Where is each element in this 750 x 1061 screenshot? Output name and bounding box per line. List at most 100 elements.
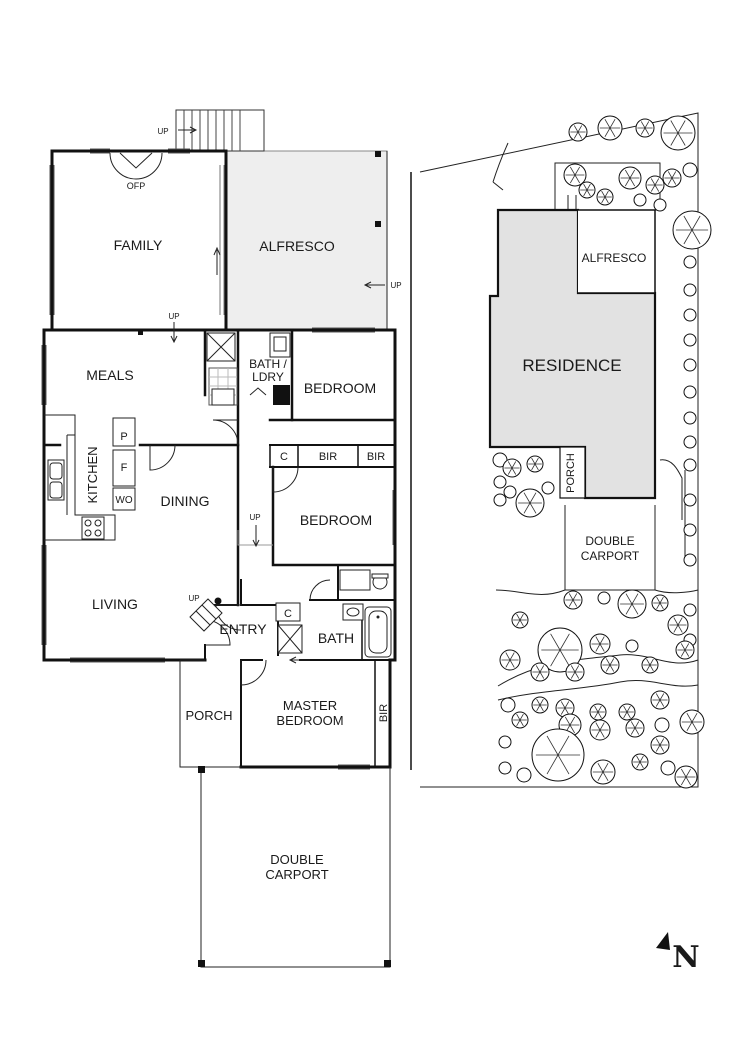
- tree-icon: [683, 333, 697, 347]
- tree-icon: [683, 255, 697, 269]
- tree-canopy-lines: [637, 121, 653, 135]
- bir-label-1: BIR: [319, 451, 337, 463]
- tree-icon: [683, 358, 697, 372]
- tree-canopy-lines: [591, 722, 609, 738]
- landscape-trees: [492, 115, 712, 789]
- entry-label: ENTRY: [219, 621, 267, 637]
- alfresco-label: ALFRESCO: [259, 238, 335, 254]
- bathroom-fixtures: [275, 569, 392, 658]
- tree-canopy-lines: [535, 735, 581, 775]
- tree-icon: [660, 760, 676, 776]
- dining-label: DINING: [161, 493, 210, 509]
- tree-icon: [541, 481, 555, 495]
- tree-canopy-lines: [669, 617, 687, 633]
- tree-icon: [498, 761, 512, 775]
- bath-laundry-label-1: BATH /: [249, 357, 287, 371]
- tree-canopy-lines: [602, 658, 618, 672]
- tree-canopy-lines: [591, 705, 605, 719]
- tree-canopy-lines: [652, 693, 668, 707]
- north-label: N: [672, 940, 699, 975]
- tree-canopy-lines: [620, 593, 644, 615]
- ofp-label: OFP: [127, 181, 146, 191]
- tree-canopy-lines: [633, 755, 647, 769]
- tree-icon: [683, 523, 697, 537]
- up-living-label: UP: [188, 594, 199, 603]
- tree-icon: [683, 283, 697, 297]
- tree-canopy-lines: [620, 705, 634, 719]
- carport-label-2: CARPORT: [265, 867, 328, 882]
- family-room-label: FAMILY: [114, 237, 163, 253]
- tree-canopy-lines: [591, 636, 609, 652]
- tree-canopy-lines: [570, 125, 586, 139]
- tree-canopy-lines: [663, 120, 693, 146]
- up-deck-label: UP: [157, 127, 168, 136]
- tree-canopy-lines: [653, 596, 667, 610]
- site-carport-label-1: DOUBLE: [585, 534, 634, 548]
- tree-icon: [516, 767, 532, 783]
- tree-canopy-lines: [652, 738, 668, 752]
- linen-cupboard-label-2: C: [284, 608, 292, 620]
- tree-icon: [683, 553, 697, 567]
- living-label: LIVING: [92, 596, 138, 612]
- tree-canopy-lines: [518, 492, 542, 514]
- tree-icon: [625, 639, 639, 653]
- carport-outline: [138, 330, 391, 968]
- tree-icon: [500, 697, 516, 713]
- kitchen-fixtures: [44, 414, 136, 541]
- tree-icon: [498, 735, 512, 749]
- tree-canopy-lines: [513, 713, 527, 727]
- tree-canopy-lines: [541, 633, 579, 667]
- tree-canopy-lines: [565, 593, 581, 607]
- bath-label: BATH: [318, 630, 354, 646]
- tree-canopy-lines: [598, 190, 612, 204]
- north-arrow-icon: [656, 932, 670, 950]
- tree-canopy-lines: [592, 762, 614, 782]
- porch-label: PORCH: [186, 708, 233, 723]
- site-alfresco-label: ALFRESCO: [582, 251, 647, 265]
- tree-icon: [503, 485, 517, 499]
- tree-icon: [683, 435, 697, 449]
- tree-canopy-lines: [560, 716, 580, 734]
- tree-canopy-lines: [599, 118, 621, 138]
- bath-laundry-fixtures: [206, 332, 291, 406]
- north-arrow: N: [656, 932, 700, 975]
- tree-canopy-lines: [643, 658, 657, 672]
- master-bedroom-label-2: BEDROOM: [276, 713, 343, 728]
- tree-icon: [683, 603, 697, 617]
- tree-canopy-lines: [567, 665, 583, 679]
- tree-canopy-lines: [513, 613, 527, 627]
- tree-canopy-lines: [557, 701, 573, 715]
- site-carport-label-2: CARPORT: [581, 549, 640, 563]
- tree-icon: [654, 717, 670, 733]
- tree-icon: [683, 458, 697, 472]
- tree-canopy-lines: [580, 183, 594, 197]
- tree-icon: [683, 493, 697, 507]
- pantry-label: P: [120, 431, 127, 443]
- tree-canopy-lines: [681, 712, 703, 732]
- linen-cupboard-label-1: C: [280, 451, 288, 463]
- up-hall-label: UP: [249, 513, 260, 522]
- bir-master-label: BIR: [378, 704, 390, 722]
- tree-canopy-lines: [501, 652, 519, 668]
- tree-canopy-lines: [528, 457, 542, 471]
- tree-icon: [683, 411, 697, 425]
- up-alfresco-label: UP: [390, 281, 401, 290]
- tree-canopy-lines: [677, 643, 693, 657]
- tree-canopy-lines: [565, 166, 585, 184]
- site-boundary: [419, 112, 699, 788]
- bath-laundry-label-2: LDRY: [252, 370, 284, 384]
- kitchen-label: KITCHEN: [85, 446, 100, 503]
- tree-canopy-lines: [533, 698, 547, 712]
- site-residence-label: RESIDENCE: [522, 356, 621, 375]
- tree-canopy-lines: [647, 178, 663, 192]
- up-meals-label: UP: [168, 312, 179, 321]
- tree-icon: [633, 193, 647, 207]
- tree-icon: [653, 198, 667, 212]
- tree-icon: [493, 493, 507, 507]
- tree-canopy-lines: [675, 215, 709, 245]
- tree-canopy-lines: [676, 768, 696, 786]
- site-plan: RESIDENCE ALFRESCO PORCH DOUBLE CARPORT: [419, 112, 712, 789]
- tree-icon: [683, 385, 697, 399]
- bedroom-label-1: BEDROOM: [304, 380, 376, 396]
